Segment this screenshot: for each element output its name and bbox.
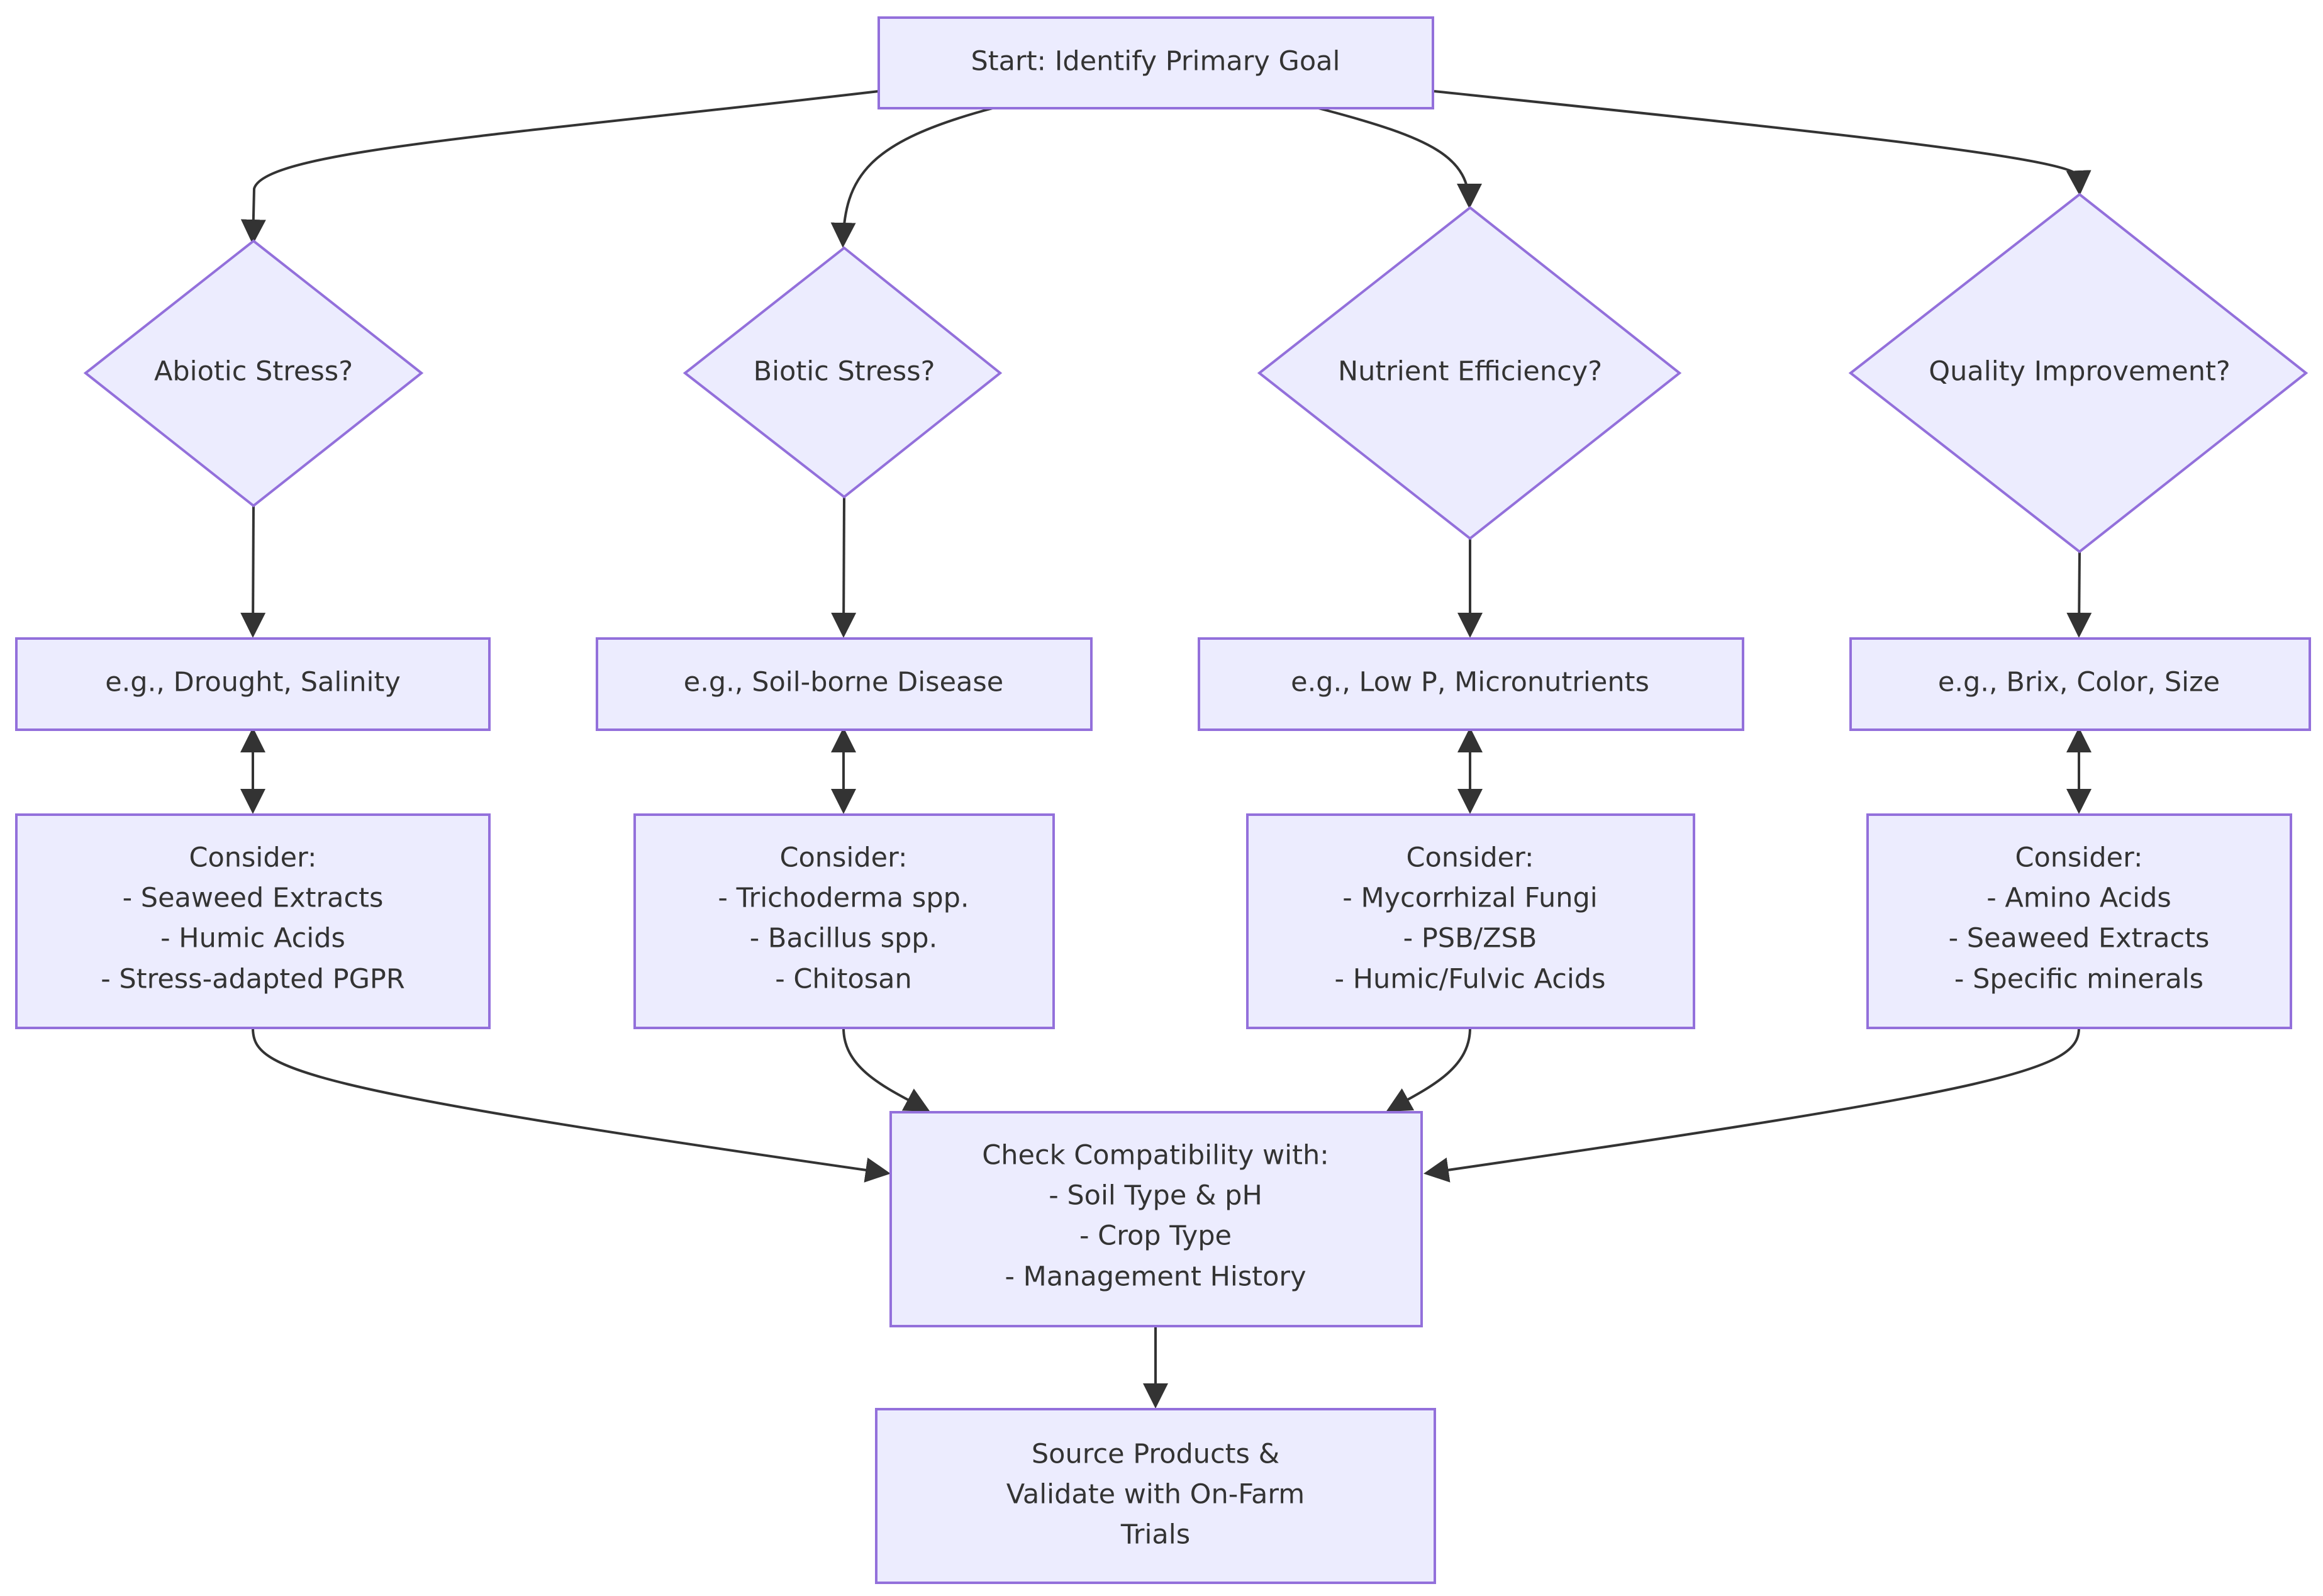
consider-quality-line: - Seaweed Extracts	[1949, 923, 2210, 954]
edge-nutrient-consider-to-compat	[1386, 1027, 1471, 1112]
consider-quality-line: - Amino Acids	[1986, 883, 2171, 914]
compatibility-line: Check Compatibility with:	[982, 1140, 1329, 1171]
edge-start-to-biotic	[830, 107, 993, 248]
consider-biotic-line: - Chitosan	[775, 964, 912, 995]
consider-nutrient-line: Consider:	[1406, 842, 1534, 874]
consider-biotic-line: - Bacillus spp.	[750, 923, 938, 954]
decision-abiotic-label: Abiotic Stress?	[154, 356, 353, 388]
consider-nutrient-line: - Mycorrhizal Fungi	[1342, 883, 1597, 914]
example-nutrient-label: e.g., Low P, Micronutrients	[1291, 667, 1649, 698]
edge-start-to-abiotic	[240, 90, 879, 245]
compatibility-line: - Soil Type & pH	[1049, 1180, 1262, 1212]
decision-biotic: Biotic Stress?	[682, 246, 1003, 499]
compatibility-node: Check Compatibility with: - Soil Type & …	[889, 1111, 1423, 1327]
decision-nutrient: Nutrient Efficiency?	[1257, 206, 1682, 540]
example-biotic-label: e.g., Soil-borne Disease	[684, 667, 1003, 698]
example-nutrient: e.g., Low P, Micronutrients	[1198, 637, 1744, 731]
consider-abiotic-line: - Stress-adapted PGPR	[101, 964, 404, 995]
example-abiotic: e.g., Drought, Salinity	[15, 637, 491, 731]
consider-quality-line: Consider:	[2015, 842, 2142, 874]
consider-nutrient-line: - Humic/Fulvic Acids	[1335, 964, 1606, 995]
consider-abiotic: Consider: - Seaweed Extracts - Humic Aci…	[15, 813, 491, 1029]
edge-start-to-nutrient	[1318, 107, 1482, 209]
decision-quality-label: Quality Improvement?	[1929, 356, 2230, 388]
final-node: Source Products & Validate with On-Farm …	[875, 1408, 1436, 1584]
consider-abiotic-line: - Seaweed Extracts	[123, 883, 384, 914]
consider-nutrient-line: - PSB/ZSB	[1403, 923, 1537, 954]
consider-abiotic-line: - Humic Acids	[160, 923, 345, 954]
decision-quality: Quality Improvement?	[1848, 193, 2309, 554]
consider-quality-line: - Specific minerals	[1954, 964, 2203, 995]
compatibility-line: - Crop Type	[1079, 1220, 1232, 1252]
example-quality: e.g., Brix, Color, Size	[1849, 637, 2311, 731]
start-node: Start: Identify Primary Goal	[877, 16, 1434, 109]
consider-nutrient: Consider: - Mycorrhizal Fungi - PSB/ZSB …	[1246, 813, 1695, 1029]
final-line: Validate with On-Farm	[1006, 1479, 1305, 1510]
edge-start-to-quality	[1434, 90, 2092, 196]
edge-abiotic-consider-to-compat	[252, 1027, 891, 1183]
consider-quality: Consider: - Amino Acids - Seaweed Extrac…	[1866, 813, 2292, 1029]
compatibility-line: - Management History	[1005, 1261, 1306, 1293]
consider-biotic-line: Consider:	[779, 842, 907, 874]
edge-quality-to-example	[2066, 551, 2092, 638]
edge-quality-consider-to-compat	[1423, 1027, 2080, 1183]
example-abiotic-label: e.g., Drought, Salinity	[105, 667, 401, 698]
final-line: Trials	[1120, 1519, 1190, 1551]
decision-biotic-label: Biotic Stress?	[754, 356, 935, 388]
example-quality-label: e.g., Brix, Color, Size	[1938, 667, 2220, 698]
edge-biotic-consider-to-compat	[842, 1027, 930, 1112]
decision-abiotic: Abiotic Stress?	[83, 239, 424, 508]
edges	[240, 90, 2092, 1409]
final-line: Source Products &	[1032, 1439, 1279, 1470]
decision-nutrient-label: Nutrient Efficiency?	[1338, 356, 1602, 388]
example-biotic: e.g., Soil-borne Disease	[596, 637, 1093, 731]
start-node-label: Start: Identify Primary Goal	[971, 46, 1340, 77]
consider-biotic: Consider: - Trichoderma spp. - Bacillus …	[633, 813, 1055, 1029]
consider-biotic-line: - Trichoderma spp.	[718, 883, 969, 914]
consider-abiotic-line: Consider:	[189, 842, 316, 874]
